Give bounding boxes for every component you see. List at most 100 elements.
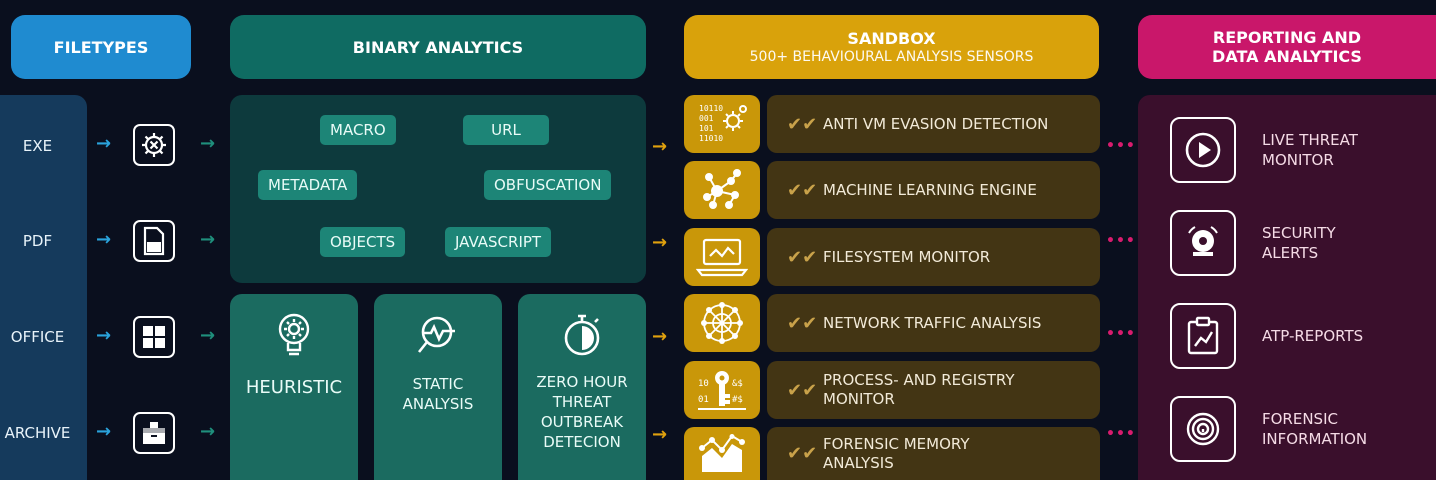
sandbox-item-process-registry: ✔✔ PROCESS- AND REGISTRY MONITOR — [767, 361, 1100, 419]
sandbox-item-label: NETWORK TRAFFIC ANALYSIS — [823, 313, 1042, 332]
key-digits-right-1: &$ — [732, 379, 743, 389]
report-label-line1: ATP-REPORTS — [1262, 327, 1364, 345]
key-digits-right-2: #$ — [732, 395, 743, 405]
tag-url: URL — [463, 115, 549, 145]
report-label-line1: FORENSIC — [1262, 410, 1338, 428]
arrow-right-icon: → — [96, 133, 112, 154]
report-forensic: FORENSIC INFORMATION — [1170, 396, 1367, 462]
zero-hour-label-2: THREAT — [552, 393, 612, 411]
connector-dots: ••• — [1106, 426, 1136, 442]
sandbox-item-anti-vm: ✔✔ ANTI VM EVASION DETECTION — [767, 95, 1100, 153]
report-label: SECURITY ALERTS — [1262, 223, 1336, 263]
arrow-right-icon: → — [200, 325, 216, 346]
sandbox-item-label-line1: FORENSIC MEMORY — [823, 434, 970, 453]
reporting-header: REPORTING AND DATA ANALYTICS — [1138, 15, 1436, 79]
sandbox-item-label-line1: PROCESS- AND REGISTRY — [823, 371, 1015, 389]
sandbox-item-label: FORENSIC MEMORY ANALYSIS — [823, 435, 970, 473]
memory-chart-icon — [684, 427, 760, 480]
sandbox-header-subtitle: 500+ BEHAVIOURAL ANALYSIS SENSORS — [749, 48, 1034, 65]
tag-metadata: METADATA — [258, 170, 358, 200]
connector-dots: ••• — [1106, 138, 1136, 154]
filetype-label-office: OFFICE — [10, 328, 65, 346]
binary-digits-line-1: 10110 — [699, 104, 723, 113]
arrow-right-icon: → — [96, 421, 112, 442]
report-label: LIVE THREAT MONITOR — [1262, 130, 1358, 170]
magnifier-pulse-icon — [415, 312, 461, 362]
laptop-monitor-icon — [684, 228, 760, 286]
double-check-icon: ✔✔ — [787, 179, 818, 201]
binary-digits-line-3: 101 — [699, 124, 714, 133]
double-check-icon: ✔✔ — [787, 312, 818, 334]
zero-hour-label-1: ZERO HOUR — [536, 373, 628, 391]
arrow-right-icon: → — [652, 232, 668, 253]
filetypes-header-title: FILETYPES — [53, 37, 149, 57]
zero-hour-card: ZERO HOUR THREAT OUTBREAK DETECION — [518, 294, 646, 480]
binary-digits-line-4: 11010 — [699, 134, 723, 143]
fingerprint-icon — [1170, 396, 1236, 462]
sandbox-item-label-line2: ANALYSIS — [823, 453, 894, 472]
tag-objects: OBJECTS — [320, 227, 406, 257]
sandbox-item-forensic-memory: ✔✔ FORENSIC MEMORY ANALYSIS — [767, 427, 1100, 480]
sandbox-header-title: SANDBOX — [847, 28, 936, 48]
key-digits-left-1: 10 — [698, 379, 709, 389]
filetypes-header: FILETYPES — [11, 15, 191, 79]
filetype-label-archive: ARCHIVE — [4, 424, 71, 442]
report-atp: ATP-REPORTS — [1170, 303, 1363, 369]
report-label: ATP-REPORTS — [1262, 326, 1363, 346]
reporting-column — [1138, 95, 1436, 480]
report-live-threat: LIVE THREAT MONITOR — [1170, 117, 1358, 183]
double-check-icon: ✔✔ — [787, 443, 818, 464]
double-check-icon: ✔✔ — [787, 113, 818, 135]
sandbox-item-label: ANTI VM EVASION DETECTION — [823, 114, 1049, 133]
zero-hour-label-3: OUTBREAK — [540, 413, 624, 431]
binary-digits-line-2: 001 — [699, 114, 714, 123]
sandbox-item-label: MACHINE LEARNING ENGINE — [823, 180, 1037, 199]
bulb-gear-icon — [277, 312, 311, 364]
arrow-right-icon: → — [200, 133, 216, 154]
zero-hour-label-4: DETECION — [543, 433, 621, 451]
archive-box-icon — [133, 412, 175, 454]
alarm-icon — [1170, 210, 1236, 276]
gear-tools-icon — [133, 124, 175, 166]
tag-macro: MACRO — [320, 115, 396, 145]
play-circle-icon — [1170, 117, 1236, 183]
filetype-label-exe: EXE — [22, 137, 53, 155]
sandbox-item-network: ✔✔ NETWORK TRAFFIC ANALYSIS — [767, 294, 1100, 352]
static-analysis-card: STATIC ANALYSIS — [374, 294, 502, 480]
arrow-right-icon: → — [200, 229, 216, 250]
report-label-line2: INFORMATION — [1262, 430, 1368, 448]
sandbox-item-label: FILESYSTEM MONITOR — [823, 247, 991, 266]
report-label-line2: ALERTS — [1262, 244, 1319, 262]
arrow-right-icon: → — [96, 325, 112, 346]
heuristic-card: HEURISTIC — [230, 294, 358, 480]
sandbox-item-label-line2: MONITOR — [823, 390, 895, 408]
filetype-label-pdf: PDF — [22, 232, 53, 250]
reporting-header-line2: DATA ANALYTICS — [1212, 47, 1362, 66]
binary-gear-icon: 10110 001 101 11010 — [684, 95, 760, 153]
tag-javascript: JAVASCRIPT — [445, 227, 552, 257]
sandbox-item-filesystem: ✔✔ FILESYSTEM MONITOR — [767, 228, 1100, 286]
report-security-alerts: SECURITY ALERTS — [1170, 210, 1336, 276]
report-label-line2: MONITOR — [1262, 151, 1334, 169]
heuristic-label: HEURISTIC — [245, 377, 343, 398]
tag-obfuscation: OBFUSCATION — [484, 170, 612, 200]
key-digits-left-2: 01 — [698, 395, 709, 405]
static-analysis-label-1: STATIC — [412, 375, 464, 393]
double-check-icon: ✔✔ — [787, 246, 818, 268]
key-registry-icon: 10 01 &$ #$ — [684, 361, 760, 419]
arrow-right-icon: → — [652, 326, 668, 347]
neural-network-icon — [684, 161, 760, 219]
arrow-right-icon: → — [96, 229, 112, 250]
sandbox-header: SANDBOX 500+ BEHAVIOURAL ANALYSIS SENSOR… — [684, 15, 1099, 79]
reporting-header-line1: REPORTING AND — [1212, 28, 1362, 47]
sandbox-item-label: PROCESS- AND REGISTRY MONITOR — [823, 371, 1015, 409]
report-label-line1: SECURITY — [1262, 224, 1336, 242]
windows-icon — [133, 316, 175, 358]
binary-analytics-header: BINARY ANALYTICS — [230, 15, 646, 79]
filetypes-column — [0, 95, 87, 480]
clipboard-chart-icon — [1170, 303, 1236, 369]
report-label: FORENSIC INFORMATION — [1262, 409, 1367, 449]
stopwatch-icon — [562, 312, 602, 362]
binary-analytics-header-title: BINARY ANALYTICS — [352, 37, 524, 57]
double-check-icon: ✔✔ — [787, 379, 818, 401]
